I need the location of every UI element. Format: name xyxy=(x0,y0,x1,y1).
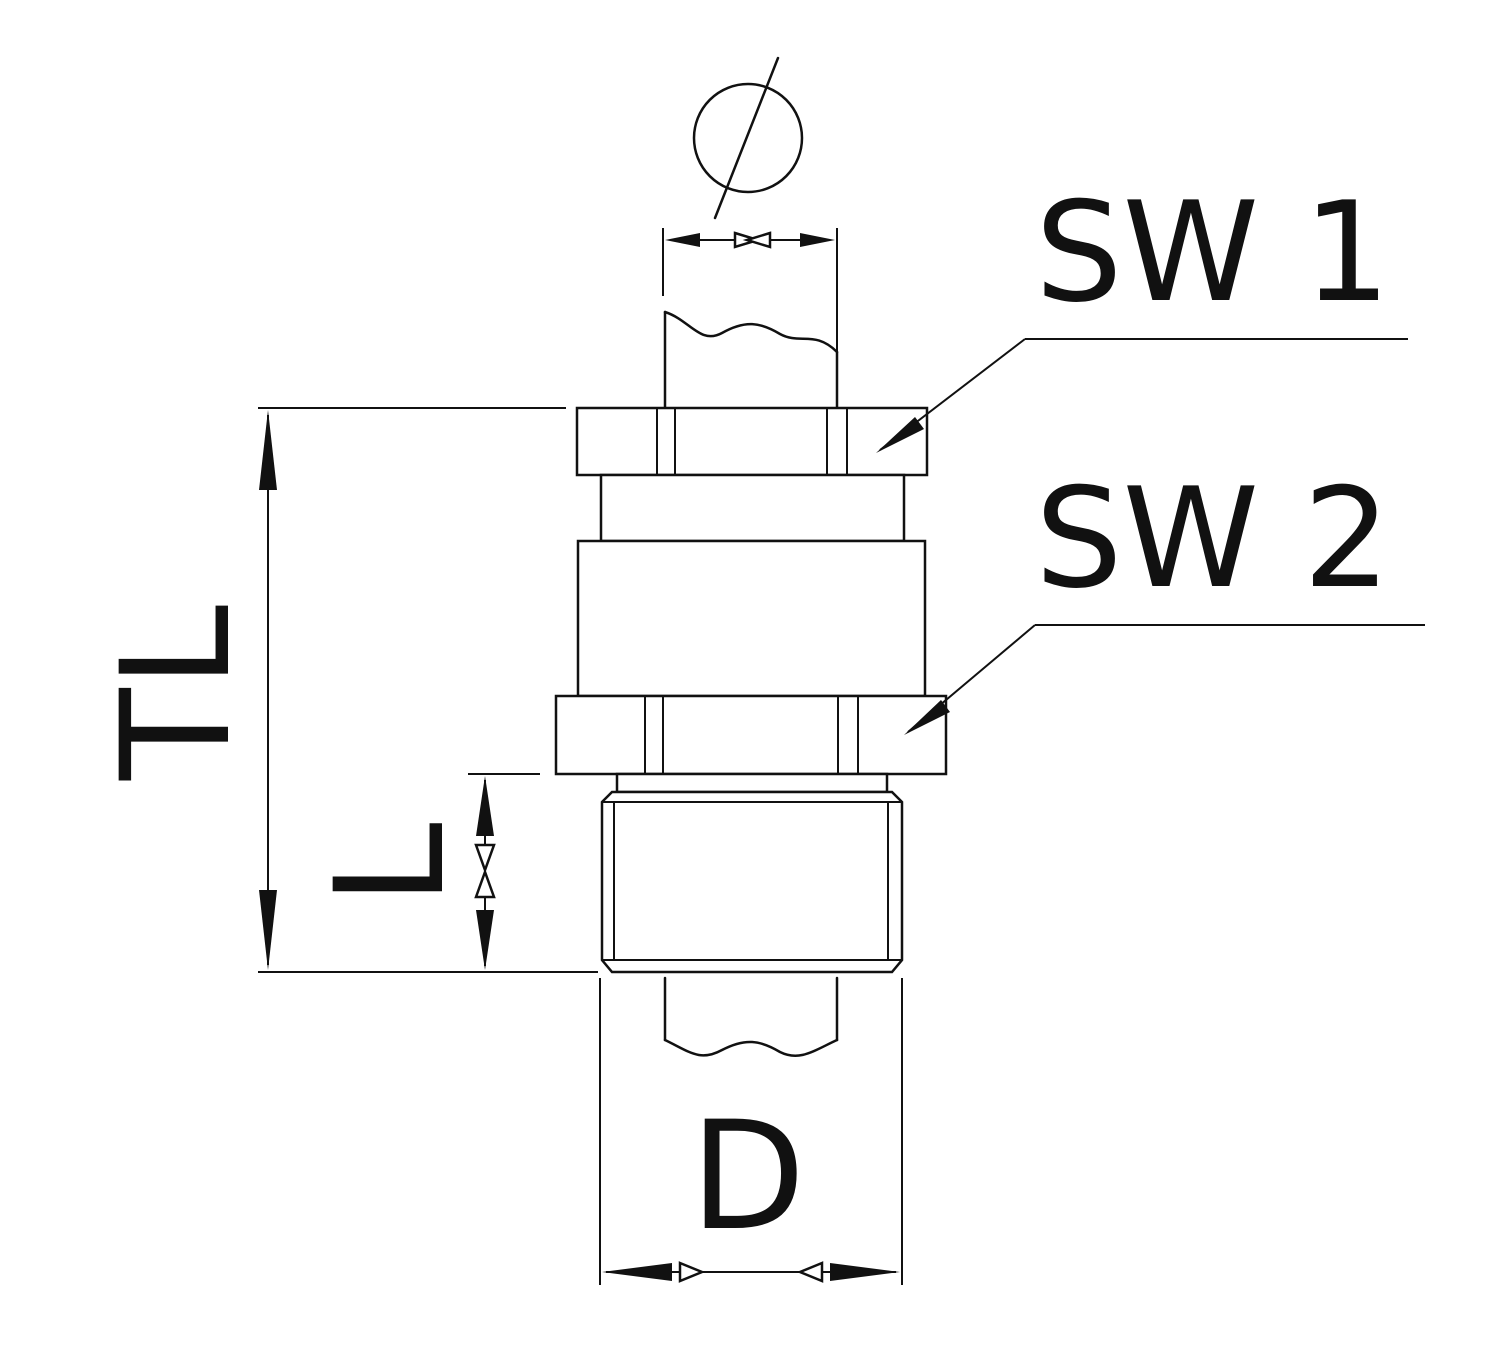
thread-length-label: L xyxy=(304,822,478,906)
thread-diameter-dimension xyxy=(599,978,903,1285)
total-length-label: TL xyxy=(90,605,264,781)
thread-length-dimension xyxy=(468,773,540,970)
cable-upper xyxy=(663,310,839,410)
sw2-leader xyxy=(904,624,1425,735)
cable-lower xyxy=(663,976,839,1057)
diameter-symbol-icon xyxy=(692,56,804,220)
sw1-label: SW 1 xyxy=(1035,172,1391,333)
cap-nut-sw1 xyxy=(575,406,929,477)
thread-diameter-label: D xyxy=(690,1090,806,1264)
body-hex-sw2 xyxy=(554,694,948,776)
gland-neck xyxy=(599,473,906,543)
sw1-leader xyxy=(876,338,1408,453)
sw2-label: SW 2 xyxy=(1035,458,1391,619)
thread-section xyxy=(600,772,904,974)
gland-body xyxy=(576,539,927,698)
cable-diameter-dimension xyxy=(662,228,838,352)
total-length-dimension xyxy=(258,407,598,973)
